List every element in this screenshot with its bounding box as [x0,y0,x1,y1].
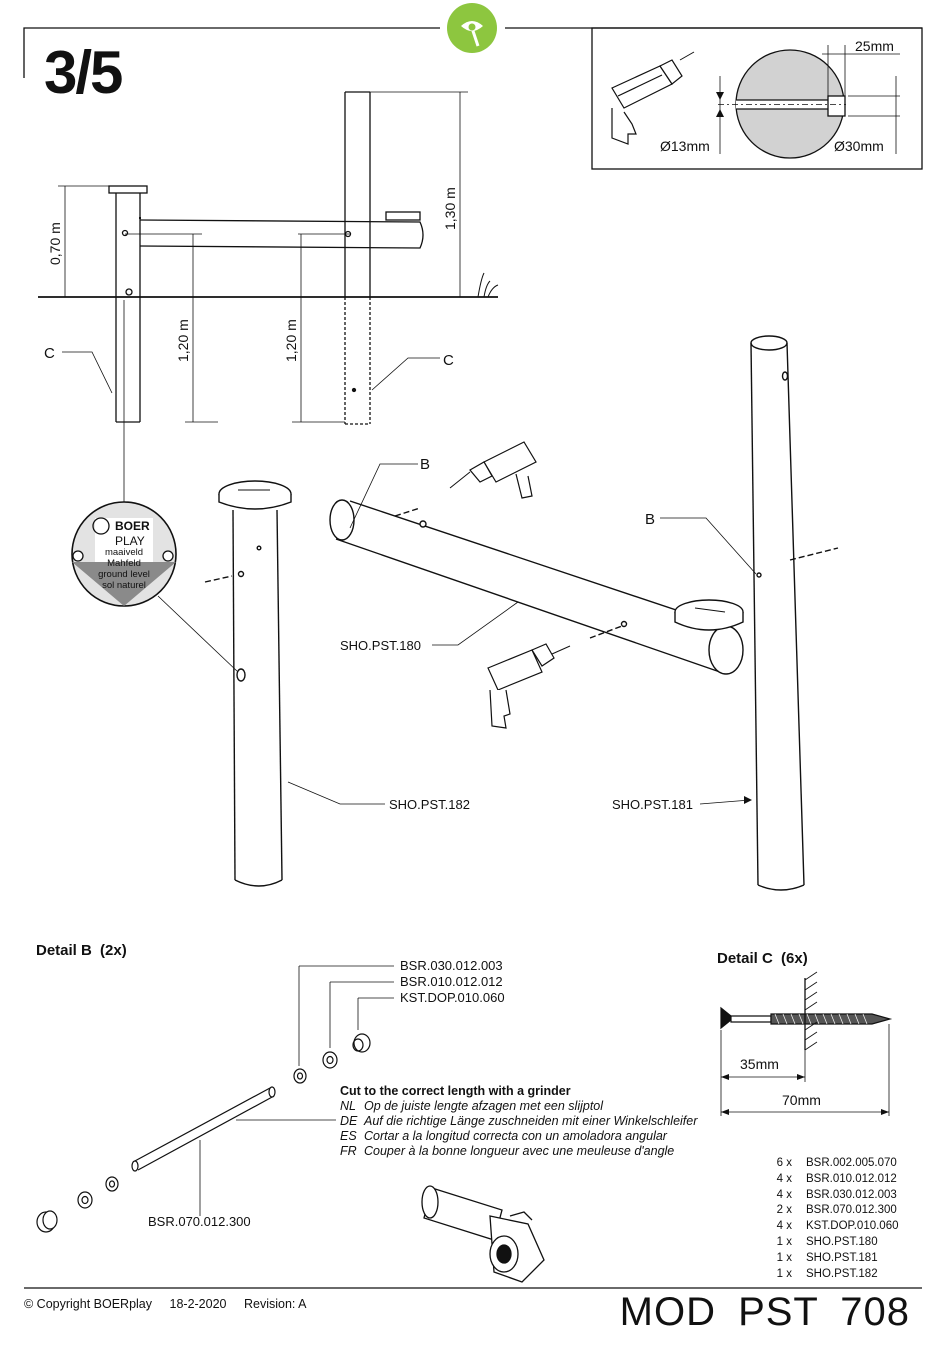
cut-line: ES Cortar a la longitud correcta con un a… [340,1129,697,1144]
screw-icon [720,1006,893,1030]
cut-line: FR Couper à la bonne longueur avec une me… [340,1144,697,1159]
depth-label: 25mm [855,38,894,54]
drill-icon [487,643,571,729]
ground-level-badge [71,501,239,673]
parts-list-row: 1 x SHO.PST.182 [764,1267,899,1283]
detail-c-drawing [720,971,893,1116]
cut-text: Couper à la bonne longueur avec une meul… [364,1144,675,1158]
cut-heading: Cut to the correct length with a grinder [340,1084,571,1098]
cut-text: Op de juiste lengte afzagen met een slij… [364,1099,604,1113]
badge-line: maaiveld [105,547,143,558]
detail-b-drawing [36,965,394,1233]
badge-line: Mahfeld [107,558,141,569]
detail-c-dim-long: 70mm [782,1092,821,1108]
part-code: BSR.070.012.300 [806,1204,897,1217]
cut-lang: ES [340,1129,357,1143]
detail-c-title-text: Detail C [717,950,773,967]
detail-c-title: Detail C (6x) [717,950,808,967]
part-qty: 4 x [776,1220,792,1233]
detail-b-part: KST.DOP.010.060 [400,990,505,1005]
drill-icon [449,441,537,499]
part-code: BSR.010.012.012 [806,1172,897,1185]
part-code: KST.DOP.010.060 [806,1220,899,1233]
callout-c-right: C [443,352,454,369]
post-diameter-label: Ø30mm [834,138,884,154]
boerplay-logo-icon [447,3,497,53]
part-label-post-right: SHO.PST.181 [612,797,693,812]
detail-c-count: (6x) [781,950,808,967]
grinder-icon [421,1185,545,1283]
detail-b-title: Detail B (2x) [36,942,127,959]
part-code: SHO.PST.182 [806,1267,878,1280]
part-label-post-left: SHO.PST.182 [389,797,470,812]
assembly-view [204,335,839,891]
parts-list-row: 1 x SHO.PST.180 [764,1235,899,1251]
depth-right-label: 1,20 m [283,319,299,362]
revision: Revision: A [243,1297,307,1311]
part-qty: 6 x [776,1157,792,1169]
part-qty: 1 x [776,1267,792,1280]
detail-b-count: (2x) [100,942,127,959]
cut-text: Cortar a la longitud correcta con un amo… [364,1129,667,1143]
part-qty: 4 x [776,1188,792,1201]
step-number: 3/5 [44,39,123,106]
badge-line: sol naturel [102,580,146,591]
model-number: MOD PST 708 [619,1290,910,1334]
parts-list-row: 4 x BSR.030.012.003 [764,1188,899,1204]
cut-instructions: Cut to the correct length with a grinder… [340,1084,697,1159]
callout-b-left: B [420,456,430,473]
footer-info: © Copyright BOERplay 18-2-2020 Revision:… [24,1297,321,1311]
parts-list: 6 x BSR.002.005.070 4 x BSR.010.012.012 4 … [764,1156,899,1282]
parts-list-row: 4 x BSR.010.012.012 [764,1172,899,1188]
date: 18-2-2020 [169,1297,227,1311]
part-qty: 2 x [776,1204,792,1217]
drill-detail-box [591,27,923,170]
part-code: SHO.PST.181 [806,1251,878,1264]
detail-c-dim-short: 35mm [740,1056,779,1072]
cut-line: NL Op de juiste lengte afzagen met een sl… [340,1099,697,1114]
parts-list-row: 6 x BSR.002.005.070 [764,1156,899,1172]
parts-list-row: 1 x SHO.PST.181 [764,1251,899,1267]
height-low-label: 0,70 m [47,222,63,265]
cut-line: DE Auf die richtige Länge zuschneiden mit… [340,1114,697,1129]
part-label-beam: SHO.PST.180 [340,638,421,653]
cut-lang: DE [340,1114,358,1128]
part-qty: 1 x [776,1251,792,1264]
part-qty: 4 x [776,1172,792,1185]
height-high-label: 1,30 m [442,187,458,230]
detail-b-part: BSR.030.012.003 [400,958,503,973]
part-qty: 1 x [776,1235,792,1248]
drill-icon [611,51,695,145]
copyright: © Copyright BOERplay [24,1297,153,1311]
elevation-view [38,91,499,505]
cut-text: Auf die richtige Länge zuschneiden mit e… [364,1114,698,1128]
parts-list-row: 4 x KST.DOP.010.060 [764,1219,899,1235]
depth-left-label: 1,20 m [175,319,191,362]
cut-lang: FR [340,1144,357,1158]
parts-list-row: 2 x BSR.070.012.300 [764,1203,899,1219]
part-code: BSR.002.005.070 [806,1157,897,1169]
badge-line: ground level [98,569,150,580]
badge-brand-top: BOER [115,519,150,533]
detail-b-rod: BSR.070.012.300 [148,1214,251,1229]
part-code: SHO.PST.180 [806,1235,878,1248]
part-code: BSR.030.012.003 [806,1188,897,1201]
badge-brand-bottom: PLAY [115,534,145,548]
callout-b-right: B [645,511,655,528]
cut-lang: NL [340,1099,356,1113]
detail-b-title-text: Detail B [36,942,92,959]
hole-diameter-label: Ø13mm [660,138,710,154]
callout-c-left: C [44,345,55,362]
detail-b-part: BSR.010.012.012 [400,974,503,989]
